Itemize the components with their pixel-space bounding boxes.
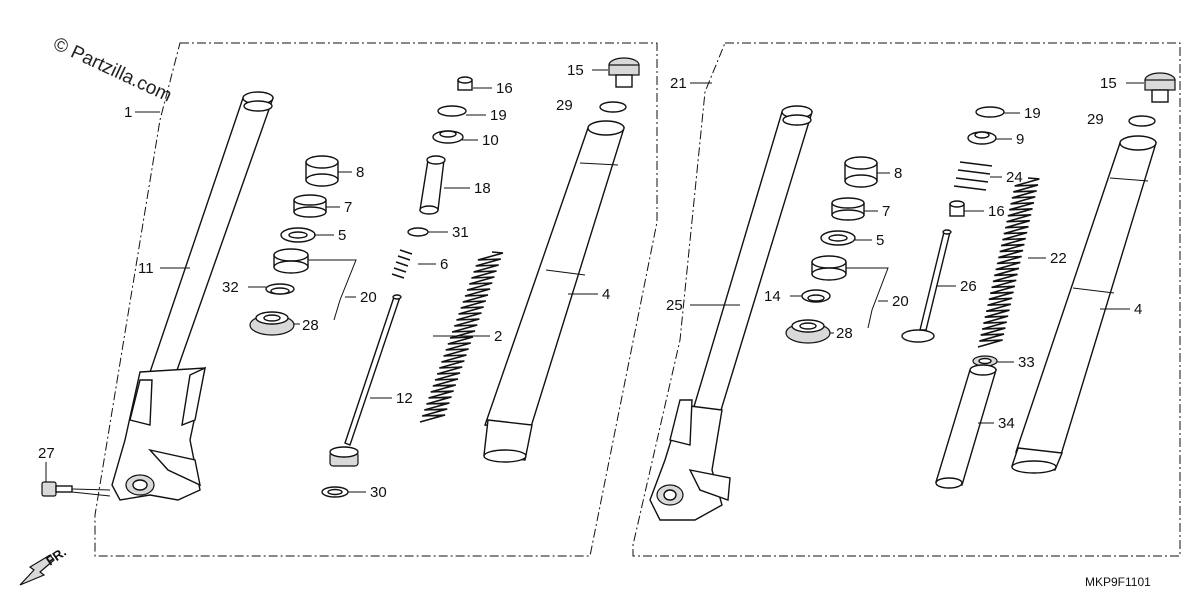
nut-16-right[interactable] bbox=[949, 200, 965, 217]
spring-6-left[interactable] bbox=[391, 249, 413, 279]
fork-spring-2-left[interactable] bbox=[419, 251, 504, 423]
washer-31-left[interactable] bbox=[407, 227, 429, 237]
callout-right-21: 21 bbox=[670, 75, 687, 92]
callout-left-16: 16 bbox=[496, 80, 513, 97]
washer-5-left[interactable] bbox=[280, 227, 316, 243]
right-assembly-frame bbox=[632, 42, 1181, 557]
callout-left-7: 7 bbox=[344, 199, 352, 216]
outer-fork-tube-left[interactable] bbox=[483, 120, 625, 463]
callout-left-10: 10 bbox=[482, 132, 499, 149]
clip-19-left[interactable] bbox=[437, 105, 467, 117]
rod-26-right[interactable] bbox=[901, 229, 952, 343]
dust-seal-28-right[interactable] bbox=[785, 319, 831, 344]
callout-right-22: 22 bbox=[1050, 250, 1067, 267]
callout-left-32: 32 bbox=[222, 279, 239, 296]
callout-right-4: 4 bbox=[1134, 301, 1142, 318]
callout-left-1: 1 bbox=[124, 104, 132, 121]
callout-left-8: 8 bbox=[356, 164, 364, 181]
oil-seal-20-left[interactable] bbox=[273, 248, 309, 274]
collar-8-left[interactable] bbox=[305, 155, 339, 187]
callout-left-5: 5 bbox=[338, 227, 346, 244]
spring-24-right[interactable] bbox=[953, 161, 993, 191]
left-callouts: 1 2 4 5 6 7 8 10 11 12 15 16 18 19 20 bbox=[38, 62, 610, 501]
fork-cap-15-left[interactable] bbox=[608, 57, 640, 88]
callout-right-16: 16 bbox=[988, 203, 1005, 220]
callout-right-9: 9 bbox=[1016, 131, 1024, 148]
washer-10-left[interactable] bbox=[432, 130, 464, 144]
washer-9-right[interactable] bbox=[967, 131, 997, 145]
callout-left-29: 29 bbox=[556, 97, 573, 114]
fork-spring-22-right[interactable] bbox=[977, 177, 1040, 348]
bolt-27[interactable] bbox=[41, 481, 73, 497]
callout-left-28: 28 bbox=[302, 317, 319, 334]
callout-right-33: 33 bbox=[1018, 354, 1035, 371]
inner-fork-tube-left[interactable] bbox=[147, 91, 274, 392]
outer-fork-tube-right[interactable] bbox=[1011, 135, 1157, 474]
clip-14-right[interactable] bbox=[801, 289, 831, 303]
washer-33-right[interactable] bbox=[972, 355, 998, 367]
callout-left-2: 2 bbox=[494, 328, 502, 345]
fork-cap-15-right[interactable] bbox=[1144, 72, 1176, 103]
callout-right-25: 25 bbox=[666, 297, 683, 314]
o-ring-29-right[interactable] bbox=[1128, 115, 1156, 127]
watermark: © Partzilla.com bbox=[50, 33, 175, 106]
spacer-18-left[interactable] bbox=[419, 155, 446, 215]
callout-right-26: 26 bbox=[960, 278, 977, 295]
o-ring-29-left[interactable] bbox=[599, 101, 627, 113]
callout-right-15: 15 bbox=[1100, 75, 1117, 92]
callout-right-19: 19 bbox=[1024, 105, 1041, 122]
left-assembly-frame bbox=[94, 42, 658, 557]
callout-left-19: 19 bbox=[490, 107, 507, 124]
callout-left-31: 31 bbox=[452, 224, 469, 241]
inner-fork-tube-right[interactable] bbox=[692, 105, 813, 421]
callout-left-4: 4 bbox=[602, 286, 610, 303]
dust-seal-28-left[interactable] bbox=[249, 311, 295, 336]
washer-5-right[interactable] bbox=[820, 230, 856, 246]
callout-right-8: 8 bbox=[894, 165, 902, 182]
bushing-7-left[interactable] bbox=[293, 194, 327, 218]
callout-left-12: 12 bbox=[396, 390, 413, 407]
callout-right-34: 34 bbox=[998, 415, 1015, 432]
nut-16-left[interactable] bbox=[457, 76, 473, 91]
clip-32-left[interactable] bbox=[265, 283, 295, 295]
callout-right-28: 28 bbox=[836, 325, 853, 342]
ring-30-left[interactable] bbox=[321, 486, 349, 498]
callout-right-7: 7 bbox=[882, 203, 890, 220]
front-direction-arrow: FR. bbox=[19, 544, 69, 586]
callout-left-11: 11 bbox=[138, 260, 154, 277]
right-callouts: 4 5 7 8 9 14 15 16 19 20 21 22 24 25 26 … bbox=[666, 75, 1144, 432]
callout-right-29: 29 bbox=[1087, 111, 1104, 128]
callout-right-5: 5 bbox=[876, 232, 884, 249]
callout-right-24: 24 bbox=[1006, 169, 1023, 186]
tube-34-right[interactable] bbox=[935, 364, 997, 489]
callout-right-20: 20 bbox=[892, 293, 909, 310]
axle-bracket-left[interactable] bbox=[111, 366, 206, 501]
callout-left-27: 27 bbox=[38, 445, 55, 462]
bushing-7-right[interactable] bbox=[831, 197, 865, 221]
clip-19-right[interactable] bbox=[975, 106, 1005, 118]
callout-left-15: 15 bbox=[567, 62, 584, 79]
collar-8-right[interactable] bbox=[844, 156, 878, 188]
axle-bracket-right[interactable] bbox=[649, 399, 731, 521]
callout-right-14: 14 bbox=[764, 288, 781, 305]
callout-left-20: 20 bbox=[360, 289, 377, 306]
callout-left-18: 18 bbox=[474, 180, 491, 197]
diagram-code: MKP9F1101 bbox=[1085, 575, 1151, 589]
callout-left-30: 30 bbox=[370, 484, 387, 501]
damper-rod-12-left[interactable] bbox=[329, 294, 402, 467]
oil-seal-20-right[interactable] bbox=[811, 255, 847, 281]
callout-left-6: 6 bbox=[440, 256, 448, 273]
